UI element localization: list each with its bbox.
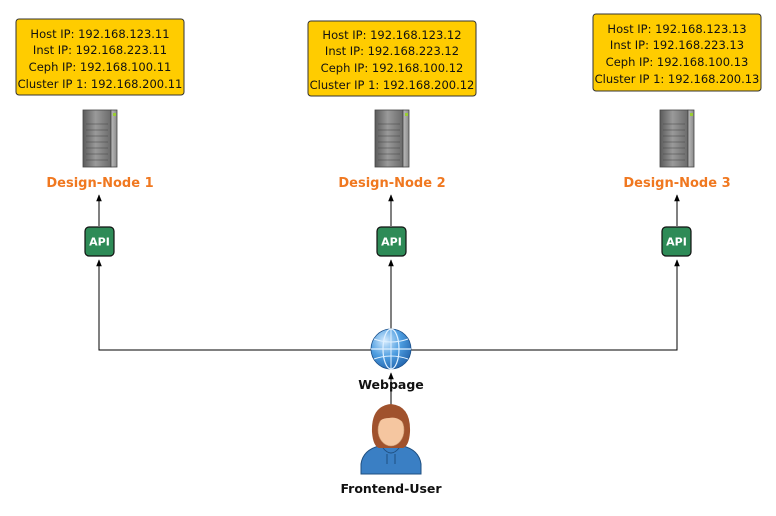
ip-note-3: Host IP: 192.168.123.13 Inst IP: 192.168…: [592, 13, 762, 92]
inst-ip-text: Inst IP: 192.168.223.13: [610, 38, 744, 52]
user-label: Frontend-User: [340, 481, 442, 496]
frontend-user-node: Frontend-User: [340, 404, 442, 496]
globe-icon: [370, 328, 412, 370]
node-label: Design-Node 3: [623, 176, 730, 191]
server-icon: [82, 109, 118, 168]
api-label: API: [89, 236, 110, 249]
design-node-3: Host IP: 192.168.123.13 Inst IP: 192.168…: [592, 13, 762, 257]
webpage-label: Webpage: [358, 377, 424, 392]
ceph-ip-text: Ceph IP: 192.168.100.12: [321, 61, 464, 75]
user-icon: [360, 404, 422, 475]
ceph-ip-text: Ceph IP: 192.168.100.13: [606, 55, 749, 69]
inst-ip-text: Inst IP: 192.168.223.12: [325, 44, 459, 58]
cluster-ip-text: Cluster IP 1: 192.168.200.11: [18, 77, 183, 91]
host-ip-text: Host IP: 192.168.123.13: [607, 22, 746, 36]
server-icon: [374, 109, 410, 168]
api-box-1: API: [84, 226, 115, 257]
ceph-ip-text: Ceph IP: 192.168.100.11: [29, 60, 172, 74]
ip-note-2: Host IP: 192.168.123.12 Inst IP: 192.168…: [307, 20, 477, 97]
node-label: Design-Node 2: [338, 176, 445, 191]
node-label: Design-Node 1: [46, 176, 153, 191]
cluster-ip-text: Cluster IP 1: 192.168.200.13: [595, 72, 760, 86]
webpage-node: Webpage: [358, 328, 424, 392]
cluster-ip-text: Cluster IP 1: 192.168.200.12: [310, 78, 475, 92]
host-ip-text: Host IP: 192.168.123.11: [30, 27, 169, 41]
design-node-1: Host IP: 192.168.123.11 Inst IP: 192.168…: [15, 18, 185, 257]
inst-ip-text: Inst IP: 192.168.223.11: [33, 43, 167, 57]
api-box-3: API: [661, 226, 692, 257]
design-node-2: Host IP: 192.168.123.12 Inst IP: 192.168…: [307, 20, 477, 257]
api-box-2: API: [376, 226, 407, 257]
ip-note-1: Host IP: 192.168.123.11 Inst IP: 192.168…: [15, 18, 185, 96]
host-ip-text: Host IP: 192.168.123.12: [322, 28, 461, 42]
api-label: API: [666, 236, 687, 249]
server-icon: [659, 109, 695, 168]
api-label: API: [381, 236, 402, 249]
